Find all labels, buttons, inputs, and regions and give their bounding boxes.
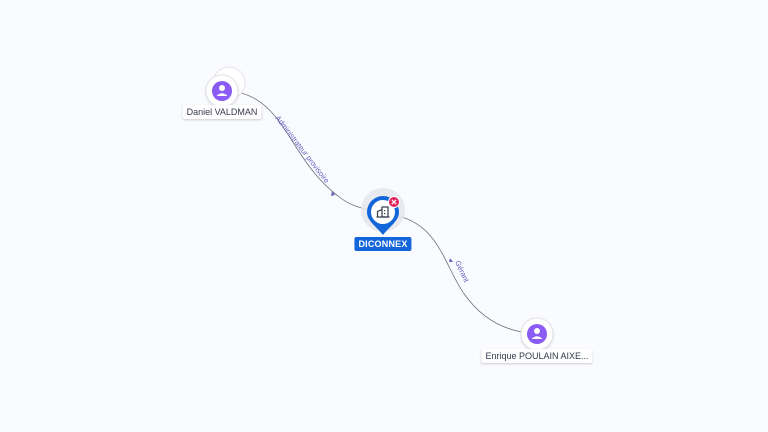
building-icon: [376, 206, 390, 218]
person-icon: [527, 324, 547, 344]
edge-label-administrateur: Administrateur provisoire: [273, 114, 331, 185]
person-icon: [212, 81, 232, 101]
edge-administrateur[interactable]: [235, 91, 371, 211]
edge-gerant[interactable]: [397, 215, 523, 333]
edge-arrow-gerant: [449, 258, 453, 262]
person-node-enrique[interactable]: [520, 317, 554, 351]
person-node-daniel[interactable]: [205, 66, 246, 108]
node-label-daniel[interactable]: Daniel VALDMAN: [182, 105, 262, 119]
company-node-diconnex[interactable]: [361, 188, 405, 235]
edge-arrow-administrateur: [331, 191, 335, 196]
node-label-diconnex[interactable]: DICONNEX: [354, 237, 412, 251]
close-icon[interactable]: [388, 196, 400, 208]
node-label-enrique[interactable]: Enrique POULAIN AIXE...: [481, 349, 593, 363]
